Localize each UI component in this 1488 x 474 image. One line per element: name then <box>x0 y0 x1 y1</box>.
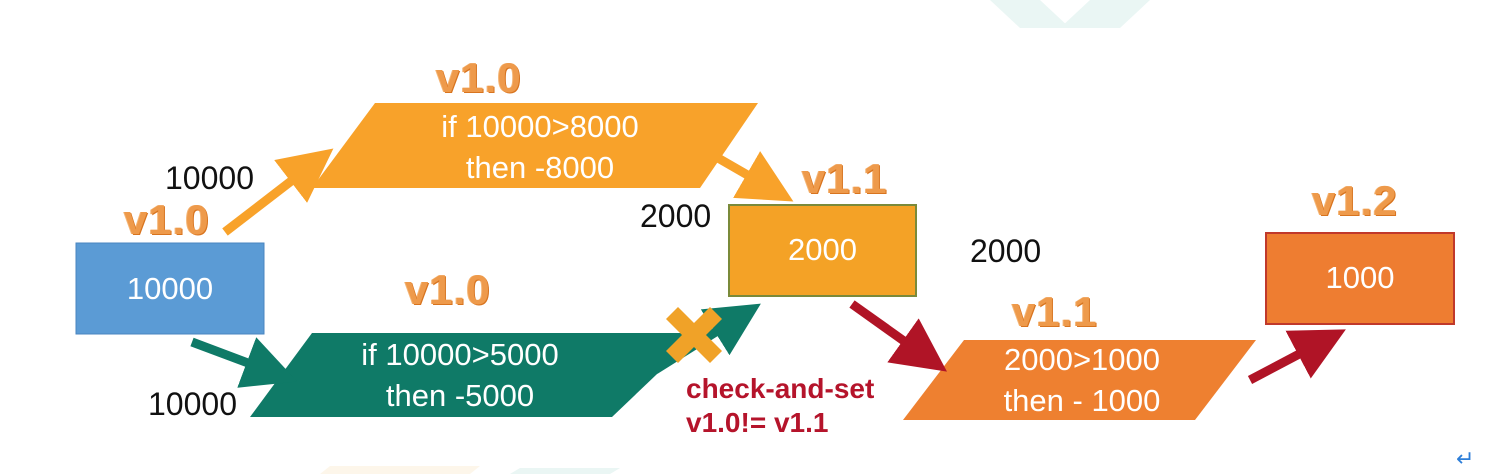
lower-transaction-shape <box>250 333 700 417</box>
third-txn-text: 2000>1000 then - 1000 <box>932 339 1232 421</box>
third-transaction-shape <box>903 340 1256 420</box>
third-txn-line1: 2000>1000 <box>1003 342 1161 377</box>
upper-txn-line2: then -8000 <box>465 150 615 185</box>
upper-transaction-shape <box>312 103 758 188</box>
check-and-set-label: check-and-set v1.0!= v1.1 <box>686 372 874 440</box>
lower-txn-version: v1.0 <box>405 266 491 313</box>
mid-input-value: 2000 <box>640 198 712 234</box>
arrow-source-to-upper <box>222 148 334 236</box>
upper-txn-text: if 10000>8000 then -8000 <box>350 106 730 188</box>
lower-input-value: 10000 <box>148 386 237 422</box>
mid-version: v1.1 <box>802 155 888 202</box>
rejected-cross-icon <box>665 306 723 364</box>
return-icon: ↵ <box>1456 446 1475 471</box>
mid-box <box>728 204 917 297</box>
upper-txn-version: v1.0 <box>436 54 522 101</box>
mid-output-value: 2000 <box>970 233 1042 269</box>
check-and-set-line1: check-and-set <box>686 373 875 404</box>
arrow-mid-to-third <box>849 300 947 372</box>
source-version: v1.0 <box>124 196 210 243</box>
third-txn-line2: then - 1000 <box>1003 383 1161 418</box>
source-box <box>75 242 265 335</box>
arrow-source-to-lower <box>190 337 298 388</box>
upper-txn-line1: if 10000>8000 <box>441 109 639 144</box>
arrow-third-to-final <box>1247 329 1346 384</box>
final-version: v1.2 <box>1312 177 1398 224</box>
final-box-value: 1000 <box>1325 260 1395 295</box>
upper-input-value: 10000 <box>165 160 254 196</box>
third-txn-version: v1.1 <box>1012 288 1098 335</box>
final-box <box>1265 232 1455 325</box>
mid-box-value: 2000 <box>788 232 857 267</box>
source-box-value: 10000 <box>126 271 214 306</box>
lower-txn-text: if 10000>5000 then -5000 <box>270 334 650 416</box>
lower-txn-line2: then -5000 <box>385 378 535 413</box>
lower-txn-line1: if 10000>5000 <box>361 337 559 372</box>
arrow-upper-to-mid <box>715 151 794 202</box>
check-and-set-line2: v1.0!= v1.1 <box>686 407 829 438</box>
